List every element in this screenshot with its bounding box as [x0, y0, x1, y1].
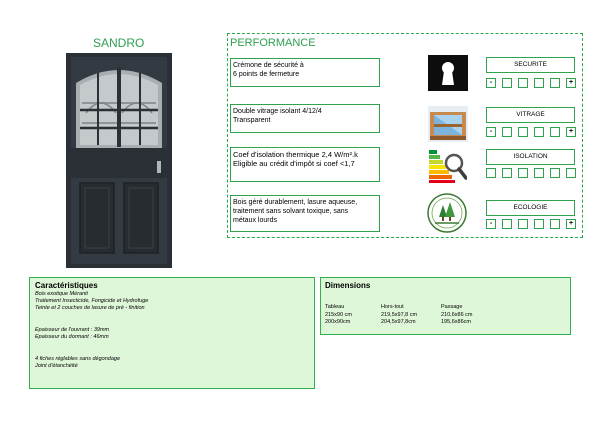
table-header-row: Tableau Hors-tout Passage	[325, 304, 473, 312]
rating-max-marker: +	[566, 127, 576, 137]
char-line: Bois exotique Méranti	[35, 291, 88, 297]
table-header-cell: Tableau	[325, 304, 345, 310]
rating-cell	[550, 168, 560, 178]
rating-min-marker: -	[486, 78, 496, 88]
energy-rating-icon	[427, 148, 467, 184]
rating-label-securite: SECURITE	[486, 57, 575, 73]
dimensions-panel: Dimensions Tableau Hors-tout Passage 215…	[320, 277, 571, 335]
char-line: Epaisseur du dormant : 46mm	[35, 334, 109, 341]
rating-scale-ecologie: - +	[486, 219, 576, 229]
dimensions-table: Tableau Hors-tout Passage 215x90 cm 219,…	[325, 304, 473, 327]
rating-cell	[502, 78, 512, 88]
window-glazing-icon	[428, 106, 468, 142]
rating-scale-vitrage: - +	[486, 127, 576, 137]
rating-scale-securite: - +	[486, 78, 576, 88]
door-photo	[66, 53, 172, 268]
feature-security: Crémone de sécurité à 6 points de fermet…	[230, 58, 380, 87]
char-line: 4 fiches réglables sans dégondage	[35, 355, 121, 362]
rating-label-isolation: ISOLATION	[486, 149, 575, 165]
performance-title: PERFORMANCE	[230, 37, 316, 49]
table-cell: 210,6x86 cm	[441, 311, 473, 318]
dimensions-title: Dimensions	[325, 281, 371, 290]
rating-min-marker: -	[486, 127, 496, 137]
table-cell: 204,5x97,8cm	[381, 319, 416, 325]
char-line: Epaisseur de l'ouvrant : 39mm	[35, 326, 110, 333]
rating-max-marker	[566, 168, 576, 178]
rating-cell	[518, 168, 528, 178]
rating-cell	[534, 168, 544, 178]
rating-label-ecologie: ECOLOGIE	[486, 200, 575, 216]
characteristics-title: Caractéristiques	[35, 281, 98, 290]
feature-glazing: Double vitrage isolant 4/12/4 Transparen…	[230, 104, 380, 133]
rating-cell	[502, 219, 512, 229]
rating-min-marker: -	[486, 219, 496, 229]
table-header-cell: Hors-tout	[381, 304, 404, 310]
rating-max-marker: +	[566, 219, 576, 229]
table-cell: 219,5x97,8 cm	[381, 311, 418, 318]
rating-cell	[534, 127, 544, 137]
rating-cell	[550, 127, 560, 137]
table-header-cell: Passage	[441, 304, 463, 310]
feature-insulation: Coef d'isolation thermique 2,4 W/m².k El…	[230, 147, 380, 182]
rating-cell	[518, 78, 528, 88]
table-row: 200x90cm 204,5x97,8cm 195,6x86cm	[325, 319, 473, 327]
rating-cell	[534, 219, 544, 229]
keyhole-icon	[428, 55, 468, 91]
table-cell: 215x90 cm	[325, 311, 352, 318]
char-line	[35, 313, 309, 320]
char-line: Teinte et 2 couches de lasure de pré - f…	[35, 305, 145, 312]
performance-panel	[227, 33, 583, 238]
char-line	[35, 341, 309, 348]
rating-label-vitrage: VITRAGE	[486, 107, 575, 123]
rating-cell	[502, 168, 512, 178]
feature-ecology: Bois géré durablement, lasure aqueuse, t…	[230, 195, 380, 232]
char-line	[35, 320, 309, 327]
char-line	[35, 349, 309, 356]
table-cell: 200x90cm	[325, 319, 351, 325]
table-row: 215x90 cm 219,5x97,8 cm 210,6x86 cm	[325, 312, 473, 320]
table-cell: 195,6x86cm	[441, 319, 471, 325]
rating-cell	[518, 219, 528, 229]
rating-scale-isolation	[486, 168, 576, 178]
rating-min-marker	[486, 168, 496, 178]
rating-cell	[502, 127, 512, 137]
rating-cell	[534, 78, 544, 88]
rating-max-marker: +	[566, 78, 576, 88]
eco-forest-label-icon	[427, 193, 467, 233]
rating-cell	[518, 127, 528, 137]
char-line: Traitement Insecticide, Fongicide et Hyd…	[35, 298, 149, 305]
product-title: SANDRO	[93, 36, 145, 50]
rating-cell	[550, 78, 560, 88]
rating-cell	[550, 219, 560, 229]
char-line: Joint d'étanchéité	[35, 362, 78, 369]
characteristics-panel: Caractéristiques Bois exotique Méranti T…	[29, 277, 315, 389]
